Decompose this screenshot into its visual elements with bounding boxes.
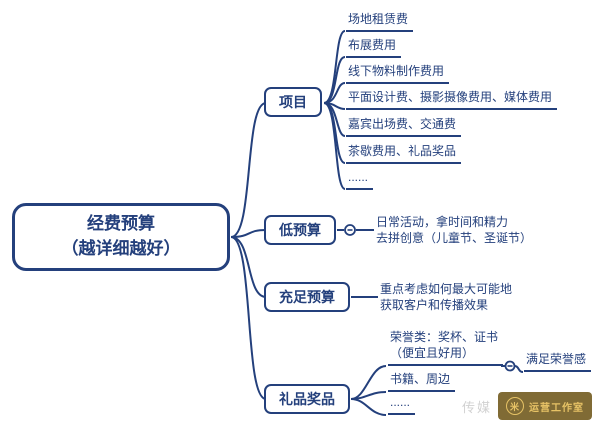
connector	[323, 102, 346, 190]
topic-venue-rental[interactable]: 场地租赁费	[346, 11, 414, 32]
topic-gifts-more[interactable]: ......	[388, 394, 416, 415]
honor-line2: （便宜且好用）	[390, 346, 475, 360]
connector	[323, 30, 346, 104]
connector	[230, 236, 267, 298]
connector	[350, 391, 387, 400]
topic-project-more[interactable]: ......	[346, 169, 374, 190]
connector	[350, 398, 387, 416]
watermark-logo-icon: 米	[506, 397, 524, 415]
watermark: 传媒 米 运营工作室	[462, 392, 592, 420]
watermark-faint-text: 传媒	[461, 399, 492, 415]
branch-node-gifts[interactable]: 礼品奖品	[264, 384, 350, 414]
topic-honor-satisfaction[interactable]: 满足荣誉感	[524, 351, 592, 372]
connector	[230, 102, 267, 238]
topic-design-media[interactable]: 平面设计费、摄影摄像费用、媒体费用	[346, 89, 558, 110]
watermark-badge: 米 运营工作室	[498, 392, 592, 420]
connector	[350, 365, 387, 400]
root-title-line1: 经费预算	[87, 214, 155, 234]
topic-low-budget-desc[interactable]: 日常活动，拿时间和精力 去拼创意（儿童节、圣诞节）	[376, 214, 532, 246]
topic-books-merch[interactable]: 书籍、周边	[388, 371, 456, 392]
topic-tea-gifts[interactable]: 茶歇费用、礼品奖品	[346, 143, 462, 164]
root-title-line2: （越详细越好）	[61, 239, 181, 258]
honor-line1: 荣誉类：奖杯、证书	[390, 330, 499, 344]
ample-budget-line2: 获取客户和传播效果	[380, 298, 489, 312]
branch-node-ample-budget[interactable]: 充足预算	[264, 282, 350, 312]
topic-honor-items[interactable]: 荣誉类：奖杯、证书 （便宜且好用）	[388, 329, 504, 366]
branch-node-low-budget[interactable]: 低预算	[264, 215, 336, 245]
connector	[230, 236, 267, 400]
topic-ample-budget-desc[interactable]: 重点考虑如何最大可能地 获取客户和传播效果	[380, 281, 512, 313]
topic-guest-transport[interactable]: 嘉宾出场费、交通费	[346, 116, 462, 137]
connector	[514, 365, 524, 373]
ample-budget-line1: 重点考虑如何最大可能地	[380, 282, 513, 296]
root-node[interactable]: 经费预算 （越详细越好）	[12, 203, 230, 271]
topic-offline-materials[interactable]: 线下物料制作费用	[346, 63, 450, 84]
connector	[230, 229, 267, 238]
topic-exhibition[interactable]: 布展费用	[346, 37, 402, 58]
low-budget-line2: 去拼创意（儿童节、圣诞节）	[376, 231, 533, 245]
watermark-studio-text: 运营工作室	[529, 402, 584, 414]
low-budget-line1: 日常活动，拿时间和精力	[376, 215, 509, 229]
branch-node-project[interactable]: 项目	[264, 87, 322, 117]
